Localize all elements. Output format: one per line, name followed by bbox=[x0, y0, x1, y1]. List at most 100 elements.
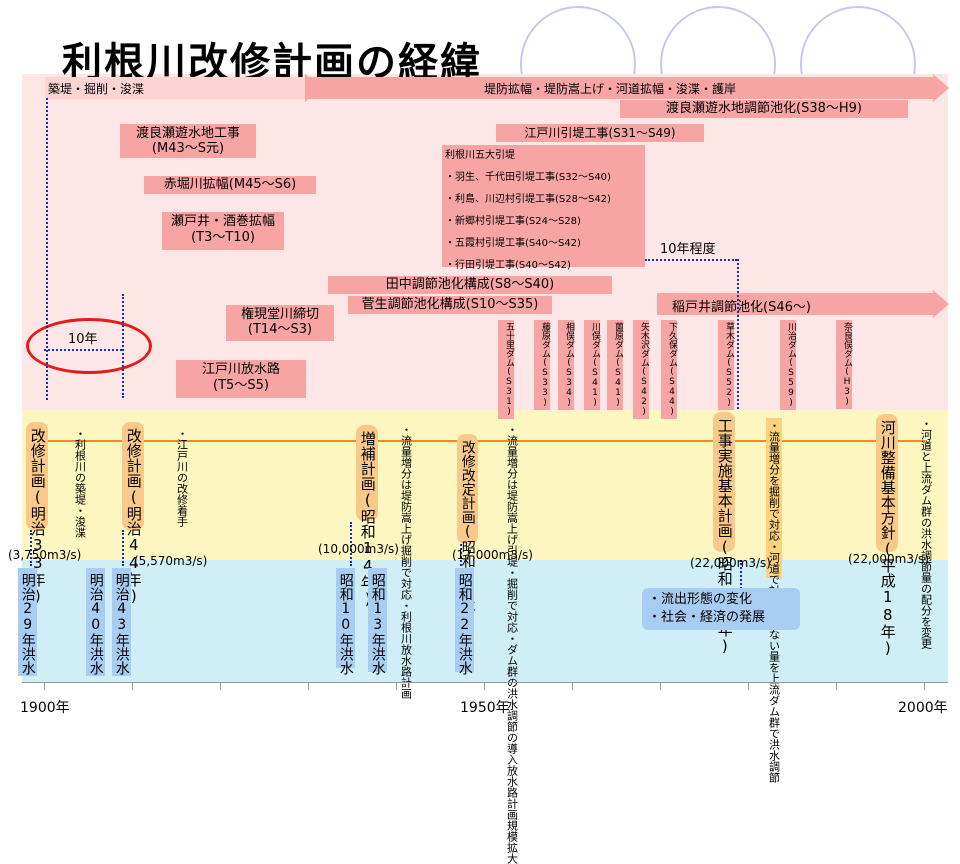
watarase-regulation-bar: 渡良瀬遊水地調節池化(S38～H9) bbox=[620, 100, 908, 118]
plans-zone bbox=[22, 410, 948, 560]
flood-label: 昭和13年洪水 bbox=[368, 568, 387, 675]
plan-box: 河川整備基本方針(平成18年) bbox=[876, 414, 898, 657]
change-item: ・社会・経済の発展 bbox=[648, 610, 766, 625]
tone-five-item: ・行田引堤工事(S40～S42) bbox=[445, 260, 571, 271]
watarase-yusuichi-bar: 渡良瀬遊水地工事 (M43～S元) bbox=[120, 124, 256, 158]
year-tick bbox=[132, 682, 133, 690]
flood-label: 明治43年洪水 bbox=[112, 568, 131, 676]
dam-label: 五十里ダム(S31) bbox=[498, 320, 514, 419]
dam-label: 川俣ダム(S41) bbox=[584, 320, 600, 410]
plan-main: 河川整備基本方針 bbox=[878, 420, 897, 540]
note-n6: ・河道と上流ダム群の洪水調節量の配分を変更 bbox=[919, 418, 933, 649]
dam-label: 下久保ダム(S44) bbox=[661, 320, 677, 419]
note-n4-line: 引堤・掘削で対応 bbox=[505, 545, 519, 633]
ten-years-approx-span bbox=[645, 259, 737, 261]
year-tick bbox=[836, 682, 837, 690]
tone-five-item: ・利島、川辺村引堤工事(S28～S42) bbox=[445, 194, 611, 205]
plan-box: 改修計画(明治33年) bbox=[26, 422, 48, 605]
flood-label: 昭和10年洪水 bbox=[336, 568, 355, 675]
year-tick bbox=[44, 682, 45, 690]
connector bbox=[460, 540, 462, 566]
plan-box: 増補計画(昭和14年) bbox=[356, 425, 378, 608]
year-tick bbox=[484, 682, 485, 690]
ten-years-label: 10年 bbox=[68, 332, 98, 347]
plan-box: 改修計画(明治44年) bbox=[122, 422, 144, 605]
year-tick bbox=[572, 682, 573, 690]
gongendo-bar: 権現堂川締切 (T14～S3) bbox=[226, 305, 334, 341]
year-label: 2000年 bbox=[898, 700, 948, 716]
akahori-bar: 赤堀川拡幅(M45～S6) bbox=[144, 176, 316, 194]
change-item: ・流出形態の変化 bbox=[648, 592, 753, 607]
arrow-right-bar bbox=[305, 74, 949, 102]
note-n3: ・流量増分は堤防嵩上げ掘削で対応・利根川放水路計画 bbox=[399, 424, 413, 699]
edogawa-hosui-line2: (T5～S5) bbox=[213, 378, 269, 393]
discharge-label: (10,000m3/s) bbox=[318, 542, 399, 556]
note-n6-line: 水調節量の配分を変更 bbox=[919, 539, 933, 649]
gongendo-line2: (T14～S3) bbox=[247, 322, 313, 337]
connector bbox=[122, 294, 124, 398]
tone-five-title: 利根川五大引堤 bbox=[445, 150, 515, 161]
dam-label: 相俣ダム(S34) bbox=[558, 320, 574, 410]
note-n2: ・江戸川の改修着手 bbox=[175, 428, 189, 527]
floods-zone bbox=[22, 560, 948, 682]
tone-five-box: 利根川五大引堤 ・羽生、千代田引堤工事(S32～S40) ・利島、川辺村引堤工事… bbox=[442, 145, 645, 271]
connector bbox=[30, 530, 32, 566]
ten-years-circle bbox=[26, 318, 152, 374]
note-n4-line: 放水路計画規模拡大 bbox=[505, 765, 519, 864]
inarii-label: 稲戸井調節池化(S46～) bbox=[672, 300, 811, 315]
note-n5: ・流量増分を掘削で対応・河道で対応できない量を上流ダム群で洪水調節 bbox=[766, 418, 782, 783]
edogawa-hosui-line1: 江戸川放水路 bbox=[201, 362, 280, 377]
year-tick bbox=[924, 682, 925, 690]
flood-label: 明治40年洪水 bbox=[86, 568, 105, 676]
note-n3-line: ・利根川放水路計画 bbox=[399, 600, 413, 699]
dam-label: 薗原ダム(S41) bbox=[607, 320, 623, 410]
year-tick bbox=[748, 682, 749, 690]
seto-sakai-line2: (T3～T10) bbox=[191, 230, 255, 245]
watarase-yusuichi-line2: (M43～S元) bbox=[151, 141, 225, 156]
flood-label: 明治29年洪水 bbox=[18, 568, 37, 676]
timeline-line bbox=[45, 440, 925, 442]
dam-label: 川治ダム(S59) bbox=[780, 320, 796, 410]
connector bbox=[122, 530, 124, 566]
note-n1: ・利根川の築堤・浚渫 bbox=[73, 428, 87, 538]
plan-main: 増補計画 bbox=[358, 431, 377, 491]
year-label: 1950年 bbox=[460, 700, 510, 716]
edogawa-hikitei-bar: 江戸川引堤工事(S31～S49) bbox=[496, 124, 704, 142]
note-n3-line: ・流量増分は堤防嵩上げ bbox=[399, 424, 413, 545]
flood-label: 昭和22年洪水 bbox=[455, 568, 474, 675]
year-tick bbox=[660, 682, 661, 690]
plan-sub: (平成18年) bbox=[878, 540, 897, 657]
year-tick bbox=[396, 682, 397, 690]
dam-label: 奈良俣ダム(H3) bbox=[836, 320, 852, 409]
inarii-bar bbox=[657, 290, 949, 318]
plan-main: 改修計画 bbox=[28, 428, 47, 488]
plan-main: 改修計画 bbox=[124, 428, 143, 488]
dam-label: 草木ダム(S52) bbox=[718, 320, 734, 410]
year-tick bbox=[308, 682, 309, 690]
plan-main: 改修改定計画 bbox=[459, 440, 476, 524]
dam-label: 矢木沢ダム(S42) bbox=[633, 320, 649, 419]
dam-label: 藤原ダム(S33) bbox=[534, 320, 550, 410]
discharge-label: (5,570m3/s) bbox=[134, 554, 208, 568]
connector bbox=[737, 259, 739, 409]
gongendo-line1: 権現堂川締切 bbox=[240, 307, 319, 322]
note-n4-line: ・流量増分は堤防嵩上げ bbox=[505, 424, 519, 545]
note-n5-line: ・流量増分を掘削で対応 bbox=[767, 420, 781, 541]
ten-years-approx-label: 10年程度 bbox=[660, 242, 716, 257]
changes-box: ・流出形態の変化 ・社会・経済の発展 bbox=[642, 588, 800, 630]
plan-box: 改修改定計画(昭和24年) bbox=[457, 434, 478, 630]
watarase-yusuichi-line1: 渡良瀬遊水地工事 bbox=[135, 126, 240, 141]
connector bbox=[350, 522, 352, 566]
tanaka-bar: 田中調節池化構成(S8～S40) bbox=[328, 276, 612, 294]
discharge-label: (17,000m3/s) bbox=[452, 548, 533, 562]
discharge-label: (22,000m3/s) bbox=[848, 552, 929, 566]
arrow-right-label: 堤防拡幅・堤防嵩上げ・河道拡幅・浚渫・護岸 bbox=[484, 82, 737, 96]
connector bbox=[740, 560, 742, 604]
year-tick bbox=[220, 682, 221, 690]
arrow-left-label: 築堤・掘削・浚渫 bbox=[48, 82, 145, 96]
note-n5-line: 上流ダム群で洪水調節 bbox=[767, 673, 781, 783]
note-n6-line: ・河道と上流ダム群の洪 bbox=[919, 418, 933, 539]
plan-main: 工事実施基本計画 bbox=[715, 418, 734, 538]
sugao-bar: 菅生調節池化構成(S10～S35) bbox=[348, 296, 552, 314]
discharge-label: (3,750m3/s) bbox=[8, 548, 82, 562]
